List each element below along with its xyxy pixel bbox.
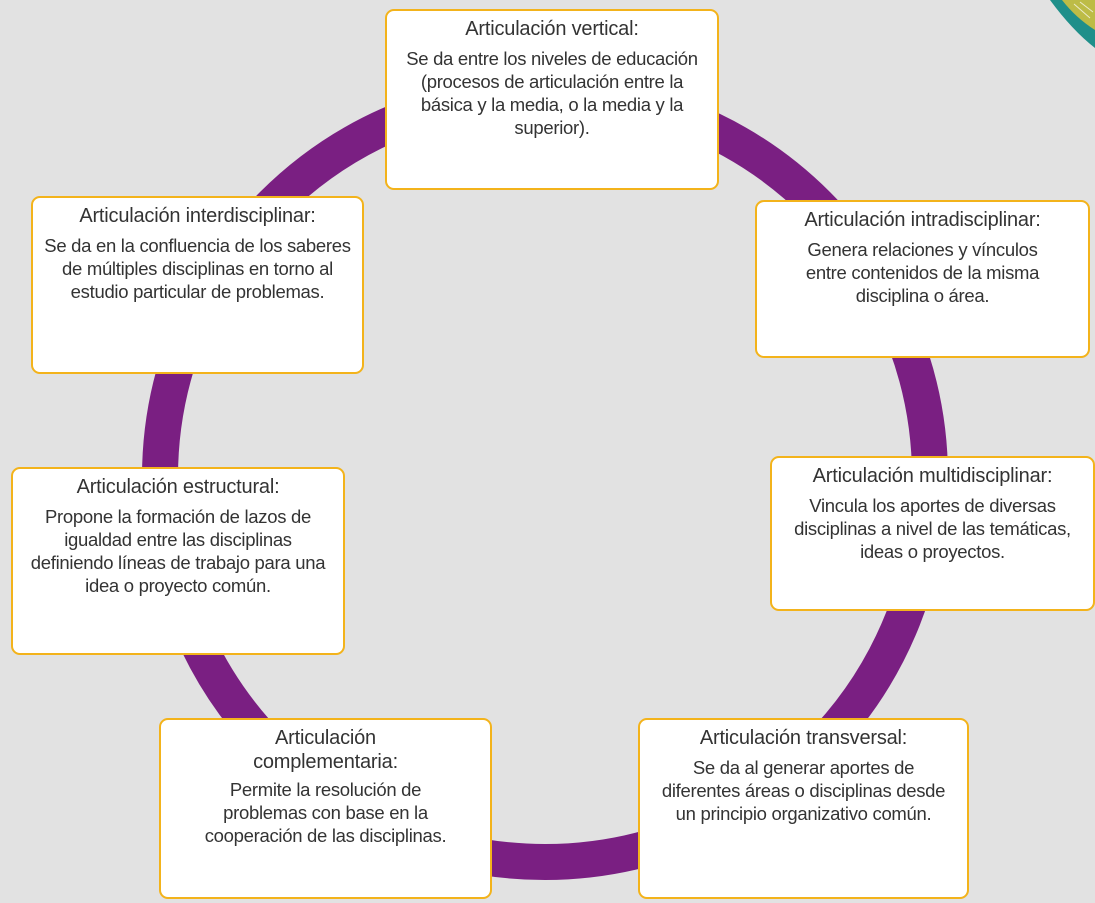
- node-complementaria: Articulación complementaria: Permite la …: [159, 718, 492, 899]
- corner-decoration: [1050, 0, 1095, 48]
- node-interdisciplinar: Articulación interdisciplinar: Se da en …: [31, 196, 364, 374]
- node-vertical: Articulación vertical: Se da entre los n…: [385, 9, 719, 190]
- node-intradisciplinar-title: Articulación intradisciplinar:: [804, 209, 1041, 231]
- node-transversal-title: Articulación transversal:: [699, 727, 908, 749]
- node-complementaria-text: Permite la resolución de problemas con b…: [204, 779, 447, 846]
- node-multidisciplinar: Articulación multidisciplinar: Vincula l…: [770, 456, 1095, 611]
- node-transversal-text: Se da al generar aportes de diferentes á…: [661, 757, 946, 824]
- node-transversal: Articulación transversal: Se da al gener…: [638, 718, 969, 899]
- node-estructural: Articulación estructural: Propone la for…: [11, 467, 345, 655]
- node-vertical-text: Se da entre los niveles de educación (pr…: [406, 48, 698, 138]
- node-interdisciplinar-title: Articulación interdisciplinar:: [79, 205, 316, 227]
- node-multidisciplinar-text: Vincula los aportes de diversas discipli…: [794, 495, 1071, 562]
- node-intradisciplinar-text: Genera relaciones y vínculos entre conte…: [805, 239, 1040, 306]
- node-estructural-text: Propone la formación de lazos de igualda…: [30, 506, 326, 596]
- node-estructural-title: Articulación estructural:: [76, 476, 280, 498]
- node-intradisciplinar: Articulación intradisciplinar: Genera re…: [755, 200, 1090, 358]
- node-multidisciplinar-title: Articulación multidisciplinar:: [812, 465, 1053, 487]
- node-interdisciplinar-text: Se da en la confluencia de los saberes d…: [44, 235, 351, 302]
- node-vertical-title: Articulación vertical:: [465, 18, 639, 40]
- node-complementaria-title: Articulación complementaria:: [253, 727, 398, 773]
